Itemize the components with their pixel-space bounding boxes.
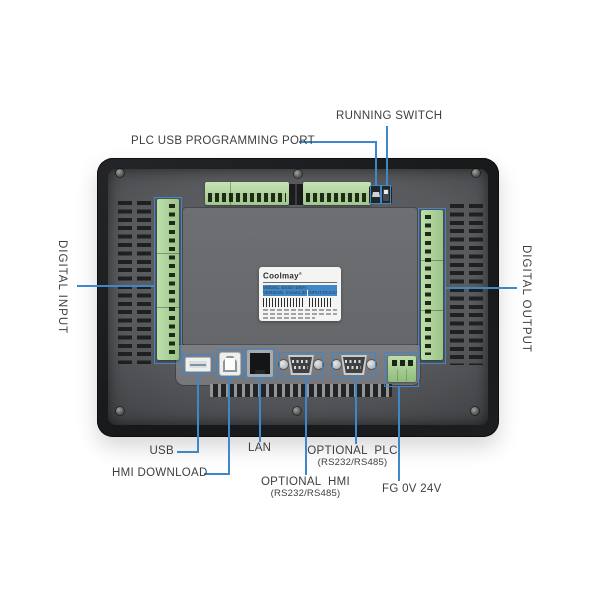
leader-line-digital-output <box>445 287 517 289</box>
highlight-box-lan <box>245 348 275 378</box>
barcode <box>263 297 337 307</box>
label-sticker: Coolmay® MODEL: EX3G-100H VERSION: mXsw1… <box>259 267 341 321</box>
leader-line-plc-usb-h <box>299 141 377 143</box>
highlight-box-optional-plc <box>332 352 376 378</box>
digital-input-terminal <box>157 199 179 360</box>
leader-line-hmi-download-h <box>204 473 230 475</box>
terminal-pins <box>208 193 286 202</box>
highlight-box-optional-hmi <box>279 352 323 378</box>
lan-port <box>247 350 273 377</box>
terminal-pins <box>425 215 431 355</box>
leader-line-optional-plc <box>355 378 357 444</box>
leader-line-hmi-download-v <box>228 377 230 474</box>
db9-optional-plc-port <box>332 354 376 376</box>
label-hmi-download: HMI DOWNLOAD <box>112 467 208 479</box>
vent-grille-right-1 <box>450 204 464 365</box>
vent-grille-right-2 <box>469 204 483 365</box>
screw <box>294 170 302 178</box>
highlight-box-usb <box>182 354 213 374</box>
leader-line-lan <box>259 378 261 442</box>
highlight-box-plc-usb <box>370 185 381 204</box>
vent-grille-bottom <box>210 384 392 397</box>
leader-line-usb-h <box>177 451 199 453</box>
leader-line-usb-v <box>197 374 199 452</box>
leader-line-plc-usb-v <box>375 141 377 186</box>
terminal-pins <box>306 193 368 202</box>
label-plc-usb-programming-port: PLC USB PROGRAMMING PORT <box>131 135 315 147</box>
highlight-box-digital-input <box>154 197 182 364</box>
highlight-box-hmi-download <box>216 349 243 377</box>
digital-output-terminal <box>421 210 443 360</box>
plc-usb-programming-port <box>372 192 380 197</box>
sticker-model: MODEL: EX3G-100H <box>263 284 337 291</box>
top-terminal-block-right <box>303 182 371 205</box>
screw <box>472 169 480 177</box>
leader-line-digital-input <box>77 285 155 287</box>
leader-line-running-switch <box>386 126 388 186</box>
highlight-box-running-switch <box>381 185 391 204</box>
power-terminal-fg-0v-24v <box>388 356 416 382</box>
label-fg-0v-24v: FG 0V 24V <box>382 483 442 495</box>
leader-line-fg <box>398 387 400 481</box>
running-switch-toggle <box>383 189 389 201</box>
usb-b-hmi-download-port <box>219 352 241 376</box>
usb-a-port <box>185 357 211 372</box>
top-terminal-block-left <box>205 182 289 205</box>
label-optional-hmi-sub: (RS232/RS485) <box>270 488 341 499</box>
screw <box>116 407 124 415</box>
label-lan: LAN <box>248 442 272 454</box>
vent-grille-left-2 <box>137 201 151 364</box>
top-connector-gap <box>289 184 303 205</box>
sticker-version: VERSION: mXsw1.30 <box>263 290 307 296</box>
highlight-box-fg <box>384 352 419 387</box>
brand-logo: Coolmay® <box>263 271 303 281</box>
label-optional-plc-sub: (RS232/RS485) <box>317 457 388 468</box>
label-digital-output: DIGITAL OUTPUT <box>520 245 532 353</box>
label-usb: USB <box>149 445 174 457</box>
screw <box>116 169 124 177</box>
terminal-pins <box>169 204 175 355</box>
label-digital-input: DIGITAL INPUT <box>56 240 68 335</box>
label-optional-hmi: OPTIONAL HMI <box>260 476 351 488</box>
db9-optional-hmi-port <box>279 354 323 376</box>
label-optional-plc: OPTIONAL PLC <box>307 445 398 457</box>
leader-line-optional-hmi <box>305 378 307 475</box>
vent-grille-left-1 <box>118 201 132 364</box>
screw <box>293 407 301 415</box>
sticker-input: INPUT:DC24V <box>308 290 337 296</box>
highlight-box-digital-output <box>418 208 446 364</box>
label-running-switch: RUNNING SWITCH <box>336 110 443 122</box>
screw <box>471 407 479 415</box>
